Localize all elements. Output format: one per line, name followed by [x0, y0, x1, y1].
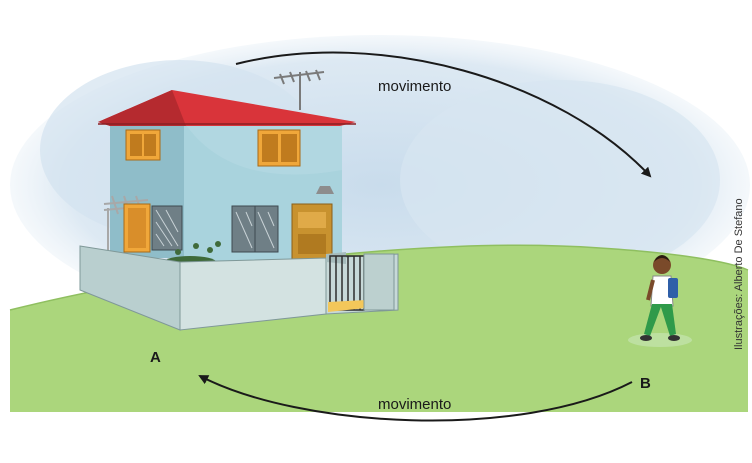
- upper-window-right: [257, 129, 301, 167]
- arrow-top: [235, 51, 652, 178]
- illustration-credit: Ilustrações: Alberto De Stefano: [733, 198, 745, 350]
- window-grille-2: [231, 205, 279, 253]
- door: [291, 203, 333, 261]
- tv-antenna: [273, 69, 325, 110]
- upper-window-left: [125, 129, 161, 161]
- arrow-bottom: [198, 375, 633, 422]
- window-grille-1: [151, 205, 183, 251]
- motion-label-top: movimento: [378, 78, 452, 95]
- point-b-label: B: [640, 375, 651, 392]
- walking-boy: [640, 255, 680, 341]
- house: [79, 69, 399, 331]
- wall-lamp: [316, 186, 334, 194]
- point-a-label: A: [150, 349, 161, 366]
- motion-label-bottom: movimento: [378, 396, 452, 413]
